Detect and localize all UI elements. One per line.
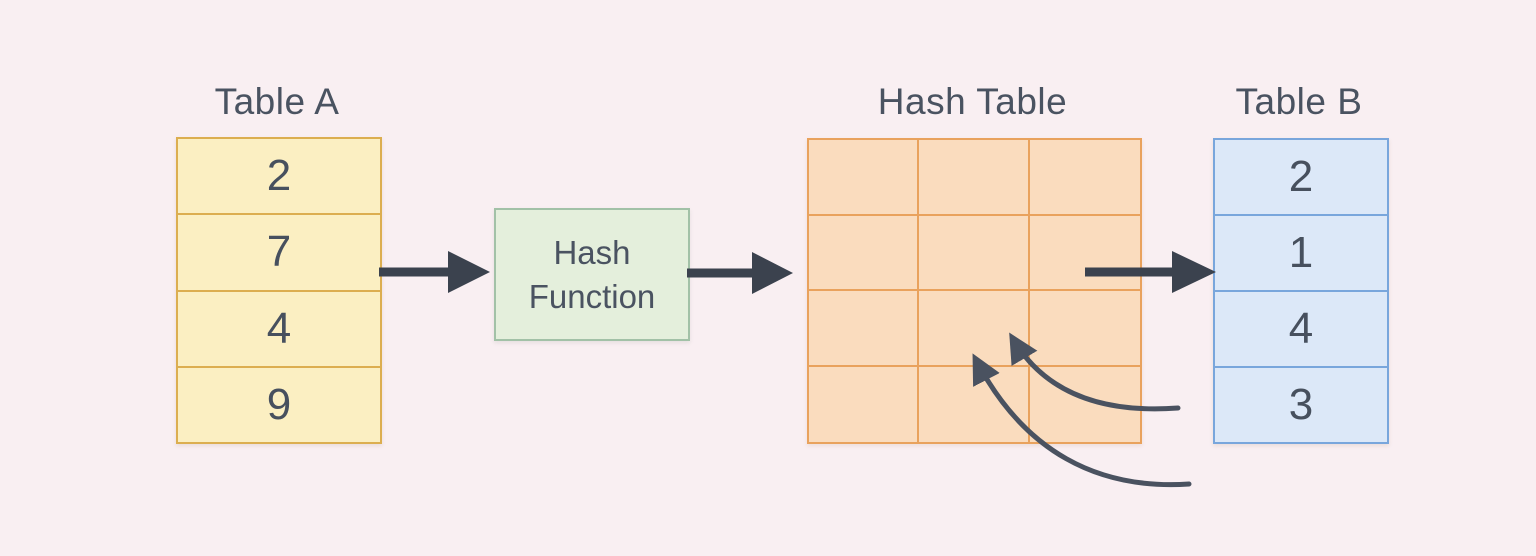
table-b-title: Table B bbox=[1235, 81, 1363, 122]
hash-function-label-line1: Hash bbox=[553, 233, 631, 271]
hash-table-cell bbox=[1029, 140, 1140, 216]
hash-table-cell bbox=[919, 366, 1030, 442]
hash-table-cell bbox=[1030, 367, 1140, 443]
table-a-cell: 4 bbox=[178, 289, 380, 366]
hash-table-cell bbox=[809, 215, 920, 291]
table-b-cell: 3 bbox=[1215, 366, 1387, 442]
hash-table-cell bbox=[1029, 216, 1140, 291]
table-a-cell: 7 bbox=[178, 213, 380, 289]
hash-table-cell bbox=[919, 291, 1030, 367]
table-a-title: Table A bbox=[214, 81, 340, 122]
hash-function-box: Hash Function bbox=[494, 208, 690, 341]
table-a-cell: 9 bbox=[178, 365, 380, 442]
arrow-hash-function-to-hash-table bbox=[687, 252, 793, 294]
hash-table-cell bbox=[809, 366, 920, 442]
table-a-cell: 2 bbox=[266, 151, 292, 201]
arrow-table-a-to-hash-function bbox=[379, 251, 490, 293]
hash-table-cell bbox=[919, 215, 1030, 291]
hash-table-title: Hash Table bbox=[877, 81, 1068, 122]
hash-table-grid bbox=[807, 138, 1142, 444]
table-b-cell: 1 bbox=[1215, 214, 1387, 290]
hash-table-cell bbox=[809, 291, 920, 367]
hash-function-label-line2: Function bbox=[528, 277, 656, 315]
table-b-cell: 2 bbox=[1288, 152, 1314, 201]
table-b-cell: 4 bbox=[1215, 290, 1387, 366]
hash-table-cell bbox=[809, 140, 920, 216]
hash-table-cell bbox=[1029, 291, 1140, 367]
hash-table-cell bbox=[919, 140, 1030, 216]
